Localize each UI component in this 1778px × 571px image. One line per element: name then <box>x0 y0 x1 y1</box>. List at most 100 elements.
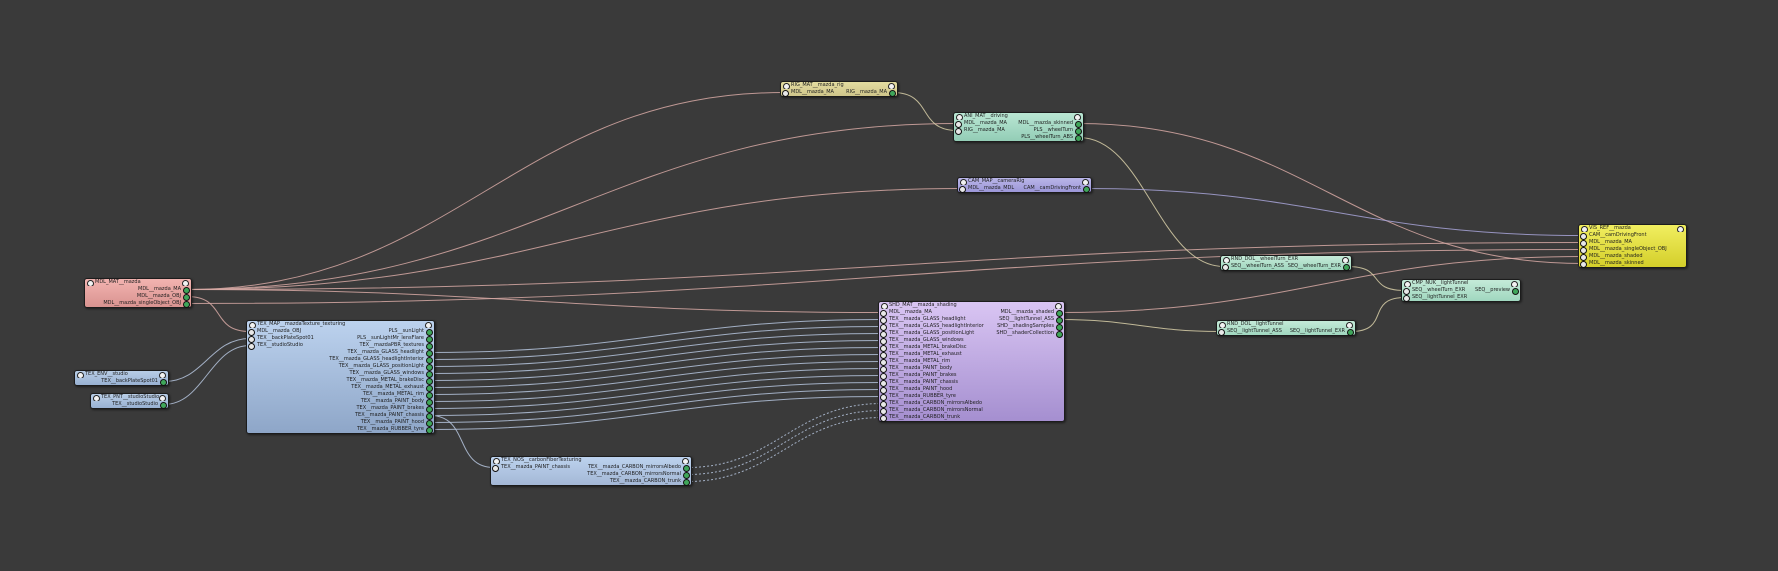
output-port[interactable] <box>683 479 690 486</box>
input-port[interactable] <box>955 128 962 135</box>
input-port[interactable] <box>492 465 499 472</box>
input-port[interactable] <box>1222 264 1229 271</box>
output-port[interactable] <box>1075 128 1082 135</box>
node-title[interactable]: RND_DOL__lightTunnel <box>1217 321 1355 328</box>
node-title[interactable]: TEX_PNT__studioStudio <box>91 394 168 401</box>
output-port[interactable] <box>426 385 433 392</box>
output-port[interactable] <box>1347 329 1354 336</box>
output-port[interactable] <box>426 336 433 343</box>
input-port[interactable] <box>880 387 887 394</box>
collapse-icon[interactable] <box>77 372 84 378</box>
input-port[interactable] <box>248 343 255 350</box>
output-port[interactable] <box>1083 186 1090 193</box>
output-port[interactable] <box>426 378 433 385</box>
collapse-icon[interactable] <box>960 179 967 185</box>
input-port[interactable] <box>880 331 887 338</box>
input-port[interactable] <box>880 317 887 324</box>
collapse-icon[interactable] <box>93 395 100 401</box>
input-port[interactable] <box>1580 261 1587 268</box>
output-port[interactable] <box>1056 324 1063 331</box>
add-port-icon[interactable] <box>159 395 166 401</box>
input-port[interactable] <box>880 415 887 422</box>
output-port[interactable] <box>426 371 433 378</box>
node-title[interactable]: CMP_NUK__lightTunnel <box>1402 280 1520 287</box>
input-port[interactable] <box>880 408 887 415</box>
output-port[interactable] <box>426 399 433 406</box>
collapse-icon[interactable] <box>1223 257 1230 263</box>
input-port[interactable] <box>248 329 255 336</box>
input-port[interactable] <box>1403 288 1410 295</box>
input-port[interactable] <box>880 352 887 359</box>
add-port-icon[interactable] <box>1074 114 1081 120</box>
output-port[interactable] <box>426 329 433 336</box>
collapse-icon[interactable] <box>783 83 790 89</box>
collapse-icon[interactable] <box>881 303 888 309</box>
input-port[interactable] <box>880 345 887 352</box>
input-port[interactable] <box>1218 329 1225 336</box>
output-port[interactable] <box>1343 264 1350 271</box>
input-port[interactable] <box>880 310 887 317</box>
collapse-icon[interactable] <box>1219 322 1226 328</box>
output-port[interactable] <box>426 343 433 350</box>
output-port[interactable] <box>1056 317 1063 324</box>
add-port-icon[interactable] <box>1346 322 1353 328</box>
collapse-icon[interactable] <box>249 322 256 328</box>
output-port[interactable] <box>183 287 190 294</box>
node-title[interactable]: RND_DOL__wheelTurn_EXR <box>1221 256 1351 263</box>
output-port[interactable] <box>1056 310 1063 317</box>
node-title[interactable]: CAM_MAP__cameraRig <box>958 178 1091 185</box>
output-port[interactable] <box>160 402 167 409</box>
add-port-icon[interactable] <box>182 280 189 286</box>
output-port[interactable] <box>426 420 433 427</box>
output-port[interactable] <box>426 364 433 371</box>
output-port[interactable] <box>426 413 433 420</box>
input-port[interactable] <box>1580 233 1587 240</box>
output-port[interactable] <box>1056 331 1063 338</box>
collapse-icon[interactable] <box>87 280 94 286</box>
input-port[interactable] <box>880 359 887 366</box>
node-title[interactable]: TEX_NOS__carbonFiberTexturing <box>491 457 691 464</box>
input-port[interactable] <box>880 338 887 345</box>
input-port[interactable] <box>782 90 789 97</box>
input-port[interactable] <box>1580 247 1587 254</box>
output-port[interactable] <box>183 301 190 308</box>
collapse-icon[interactable] <box>956 114 963 120</box>
output-port[interactable] <box>426 357 433 364</box>
output-port[interactable] <box>889 90 896 97</box>
output-port[interactable] <box>683 465 690 472</box>
input-port[interactable] <box>1403 295 1410 302</box>
output-port[interactable] <box>160 379 167 386</box>
output-port[interactable] <box>1075 135 1082 142</box>
output-port[interactable] <box>426 350 433 357</box>
input-port[interactable] <box>880 401 887 408</box>
node-title[interactable]: VIS_REF__mazda <box>1579 225 1686 232</box>
output-port[interactable] <box>426 392 433 399</box>
collapse-icon[interactable] <box>493 458 500 464</box>
node-title[interactable]: ANI_MAT__driving <box>954 113 1083 120</box>
output-port[interactable] <box>1075 121 1082 128</box>
add-port-icon[interactable] <box>159 372 166 378</box>
output-port[interactable] <box>426 406 433 413</box>
add-port-icon[interactable] <box>1677 226 1684 232</box>
output-port[interactable] <box>683 472 690 479</box>
add-port-icon[interactable] <box>1342 257 1349 263</box>
input-port[interactable] <box>248 336 255 343</box>
add-port-icon[interactable] <box>682 458 689 464</box>
input-port[interactable] <box>1580 240 1587 247</box>
add-port-icon[interactable] <box>1055 303 1062 309</box>
node-title[interactable]: TEX_ENV__studio <box>75 371 168 378</box>
node-title[interactable]: SHD_MAT__mazda_shading <box>879 302 1064 309</box>
input-port[interactable] <box>955 121 962 128</box>
